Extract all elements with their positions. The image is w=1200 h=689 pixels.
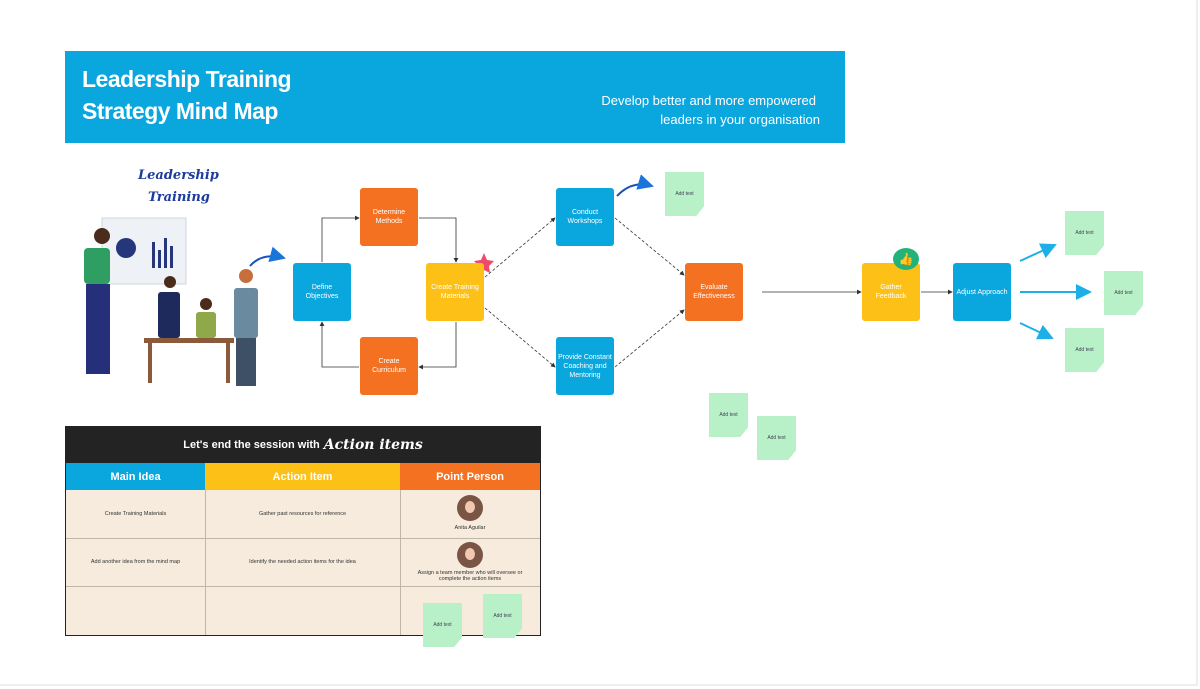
subtitle-line1: Develop better and more empowered: [601, 93, 816, 108]
header-banner: Leadership Training Strategy Mind Map De…: [65, 51, 845, 143]
divider: [400, 490, 401, 635]
sticky-note[interactable]: Add text: [665, 172, 704, 216]
node-create-training-materials[interactable]: Create Training Materials: [426, 263, 484, 321]
node-provide-coaching[interactable]: Provide Constant Coaching and Mentoring: [556, 337, 614, 395]
table-cell-point-person[interactable]: Anita Aguilar: [454, 525, 486, 531]
avatar: [457, 495, 483, 521]
sticky-note[interactable]: Add text: [709, 393, 748, 437]
divider: [66, 586, 540, 587]
sticky-note[interactable]: Add text: [1065, 211, 1104, 255]
node-adjust-approach[interactable]: Adjust Approach: [953, 263, 1011, 321]
sticky-note[interactable]: Add text: [1104, 271, 1143, 315]
table-title-text: Let's end the session with: [183, 439, 320, 451]
table-title: Let's end the session with Action items: [66, 427, 540, 463]
column-header-point-person: Point Person: [400, 463, 540, 490]
node-evaluate-effectiveness[interactable]: Evaluate Effectiveness: [685, 263, 743, 321]
node-determine-methods[interactable]: Determine Methods: [360, 188, 418, 246]
illustration-title-line1: Leadership: [138, 168, 219, 183]
node-define-objectives[interactable]: Define Objectives: [293, 263, 351, 321]
sticky-note[interactable]: Add text: [423, 603, 462, 647]
node-conduct-workshops[interactable]: Conduct Workshops: [556, 188, 614, 246]
table-cell-point-person[interactable]: Assign a team member who will oversee or…: [417, 570, 523, 582]
divider: [66, 538, 540, 539]
table-cell-main-idea[interactable]: Create Training Materials: [104, 511, 167, 517]
table-cell-action-item[interactable]: Gather past resources for reference: [258, 511, 347, 517]
sticky-note[interactable]: Add text: [757, 416, 796, 460]
illustration-title-line2: Training: [148, 190, 210, 205]
team-meeting-illustration: [84, 217, 258, 386]
table-cell-main-idea[interactable]: [66, 586, 205, 634]
node-create-curriculum[interactable]: Create Curriculum: [360, 337, 418, 395]
thumbs-up-icon: 👍: [893, 248, 919, 270]
column-header-action-item: Action Item: [205, 463, 400, 490]
table-cell-action-item[interactable]: Identify the needed action items for the…: [249, 559, 356, 565]
node-gather-feedback[interactable]: Gather Feedback: [862, 263, 920, 321]
page-title-line2: Strategy Mind Map: [82, 98, 278, 124]
page-title-line1: Leadership Training: [82, 66, 292, 92]
table-cell-main-idea[interactable]: Add another idea from the mind map: [90, 559, 181, 565]
avatar: [457, 542, 483, 568]
action-items-table: Let's end the session with Action items …: [65, 426, 541, 636]
table-cell-action-item[interactable]: [205, 586, 400, 634]
divider: [205, 490, 206, 635]
table-title-cursive: Action items: [323, 437, 423, 453]
sticky-note[interactable]: Add text: [483, 594, 522, 638]
column-header-main-idea: Main Idea: [66, 463, 205, 490]
sticky-note[interactable]: Add text: [1065, 328, 1104, 372]
subtitle-line2: leaders in your organisation: [660, 112, 820, 127]
